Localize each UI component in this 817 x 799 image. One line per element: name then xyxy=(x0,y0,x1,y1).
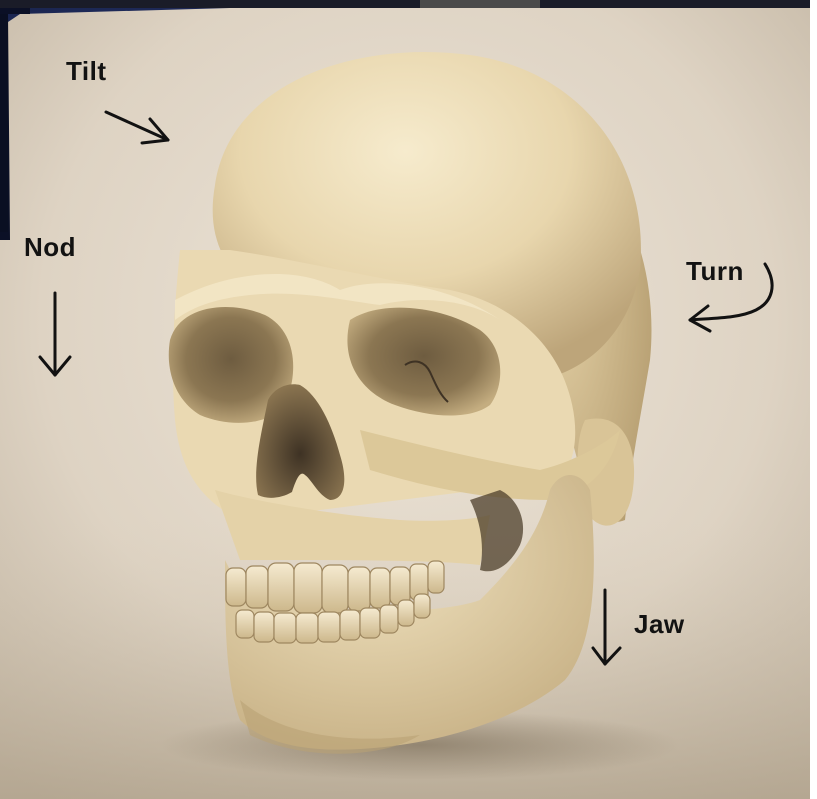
skull xyxy=(169,52,652,754)
tilt-label: Tilt xyxy=(66,58,107,84)
turn-label: Turn xyxy=(686,258,744,284)
nod-label: Nod xyxy=(24,234,76,260)
jaw-label: Jaw xyxy=(634,611,685,637)
